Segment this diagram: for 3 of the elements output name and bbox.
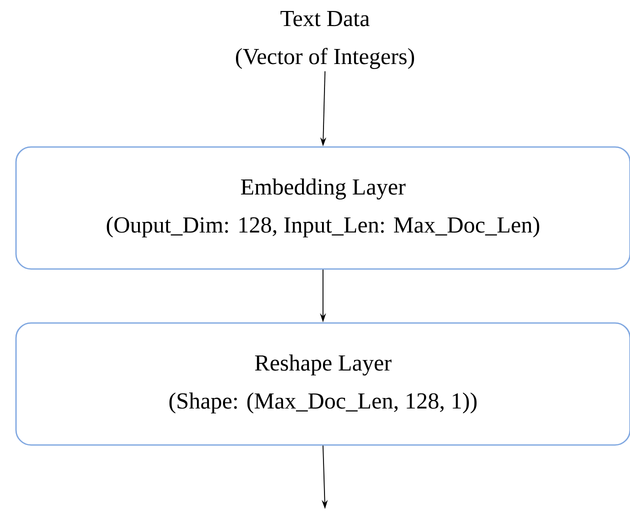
layer-box: Reshape Layer (Shape: (Max_Doc_Len, 128, 1)) <box>15 322 630 446</box>
input-label: Text Data (Vector of Integers) <box>236 10 414 69</box>
layer-box: Embedding Layer (Ouput_Dim: 128, Input_Len: Max_Doc_Len) <box>15 146 630 270</box>
